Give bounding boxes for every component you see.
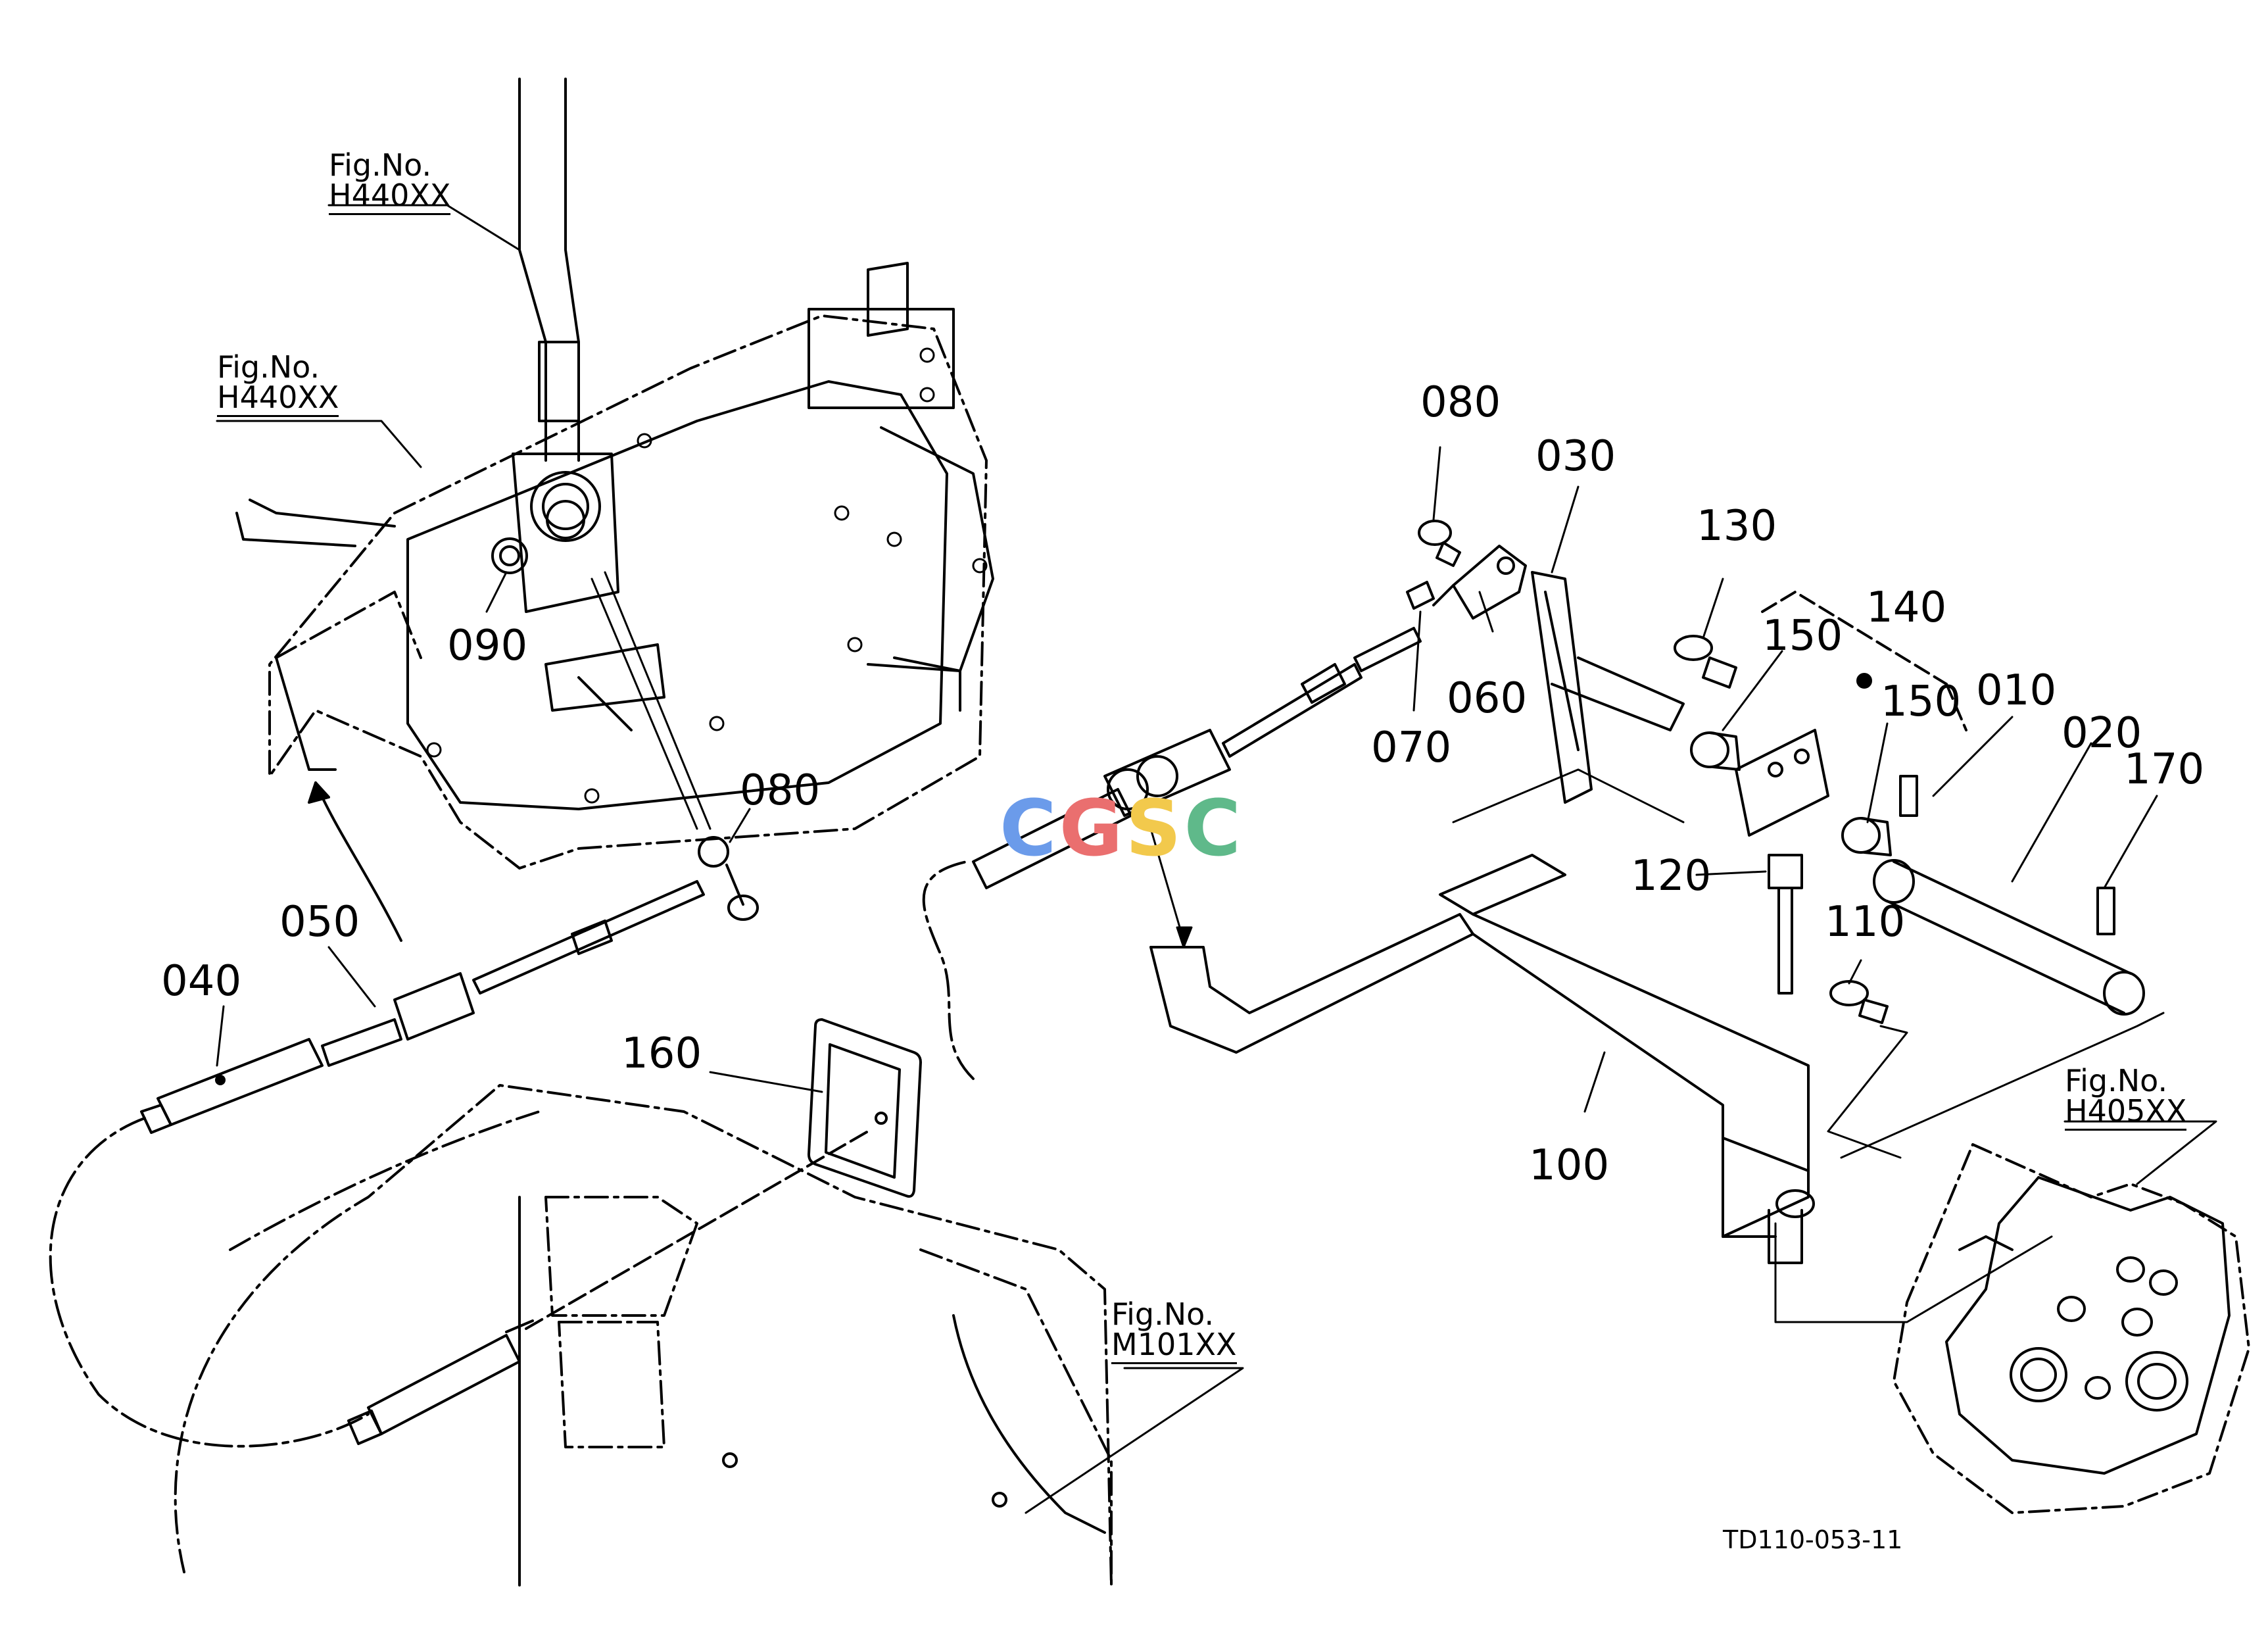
lever-rod xyxy=(591,571,712,830)
lever-pivot xyxy=(512,453,665,731)
bracket-140-group xyxy=(1735,591,1967,837)
part-label-130: 130 xyxy=(1697,502,1777,551)
bolt-080-right xyxy=(1418,520,1461,567)
figure-ref-h440xx-top: Fig.No. H440XX xyxy=(329,147,451,215)
pin-170 xyxy=(2096,887,2115,935)
cable-lower-section xyxy=(347,1130,869,1445)
bolt-120 xyxy=(1768,854,1803,995)
bushing-150-a xyxy=(1690,731,1741,771)
part-label-150-a: 150 xyxy=(1762,612,1843,660)
assembly-leader-lines xyxy=(1149,768,2165,1323)
watermark-letter-4: C xyxy=(1184,783,1244,873)
part-label-120: 120 xyxy=(1631,852,1712,900)
part-label-100: 100 xyxy=(1529,1141,1610,1190)
figure-ref-number: H440XX xyxy=(217,382,339,417)
nut-090 xyxy=(491,537,528,574)
figure-ref-h440xx-left: Fig.No. H440XX xyxy=(217,352,339,417)
figure-ref-m101xx: Fig.No. M101XX xyxy=(1111,1299,1237,1364)
figure-ref-prefix: Fig.No. xyxy=(2065,1063,2168,1098)
cable-routing xyxy=(49,860,975,1448)
part-label-080-left: 080 xyxy=(740,766,821,815)
figure-ref-number: H405XX xyxy=(2065,1096,2187,1131)
figure-ref-prefix: Fig.No. xyxy=(329,147,432,183)
clevis-060 xyxy=(1432,545,1527,620)
figure-ref-number: M101XX xyxy=(1111,1329,1237,1364)
part-label-170: 170 xyxy=(2124,745,2205,794)
control-panel-plate xyxy=(235,262,994,810)
nut-070 xyxy=(1406,581,1435,610)
bolt-080-left xyxy=(698,836,759,921)
figure-ref-prefix: Fig.No. xyxy=(217,349,320,385)
watermark-letter-1: C xyxy=(1000,783,1059,873)
floor-cover-outline xyxy=(174,1084,1113,1586)
bolt-110 xyxy=(1829,980,1889,1024)
grommet-160 xyxy=(808,1018,922,1198)
bracket-100 xyxy=(1149,854,1815,1264)
shaft-020 xyxy=(1873,859,2145,1016)
watermark-logo: CGSC xyxy=(1000,789,1243,867)
pin-010 xyxy=(1899,775,1918,817)
control-cable-right-end xyxy=(972,627,1422,889)
label-leaders xyxy=(216,204,2217,1514)
assembly-arrow xyxy=(308,781,402,942)
part-label-010: 010 xyxy=(1976,666,2057,715)
floor-cover-body xyxy=(518,1196,1106,1586)
part-label-030: 030 xyxy=(1535,432,1616,481)
part-label-070: 070 xyxy=(1371,724,1452,772)
bushing-150-b xyxy=(1841,817,1892,856)
part-label-020: 020 xyxy=(2062,709,2142,758)
part-label-110: 110 xyxy=(1825,898,1906,946)
part-label-140: 140 xyxy=(1866,583,1947,632)
part-label-050: 050 xyxy=(279,898,360,946)
arm-030 xyxy=(1531,571,1685,804)
figure-ref-h405xx: Fig.No. H405XX xyxy=(2065,1063,2187,1131)
figure-ref-number: H440XX xyxy=(329,180,451,215)
part-label-090: 090 xyxy=(447,622,528,670)
part-label-060: 060 xyxy=(1447,674,1528,723)
hydraulic-valve-outline xyxy=(1893,1143,2250,1514)
part-label-150-b: 150 xyxy=(1881,677,1962,726)
hydraulic-valve-body xyxy=(1945,1176,2231,1475)
control-cable-left-end xyxy=(140,880,705,1134)
figure-ref-prefix: Fig.No. xyxy=(1111,1296,1215,1332)
watermark-letter-3: S xyxy=(1125,783,1184,873)
bolt-130 xyxy=(1674,635,1737,689)
part-label-040: 040 xyxy=(161,957,242,1006)
watermark-letter-2: G xyxy=(1059,783,1126,873)
drawing-number: TD110-053-11 xyxy=(1723,1525,1903,1554)
shift-lever xyxy=(518,78,580,462)
part-label-080-right: 080 xyxy=(1420,378,1501,427)
control-panel-outline xyxy=(268,314,988,870)
part-label-160: 160 xyxy=(621,1029,702,1078)
panel-holes xyxy=(426,347,988,804)
